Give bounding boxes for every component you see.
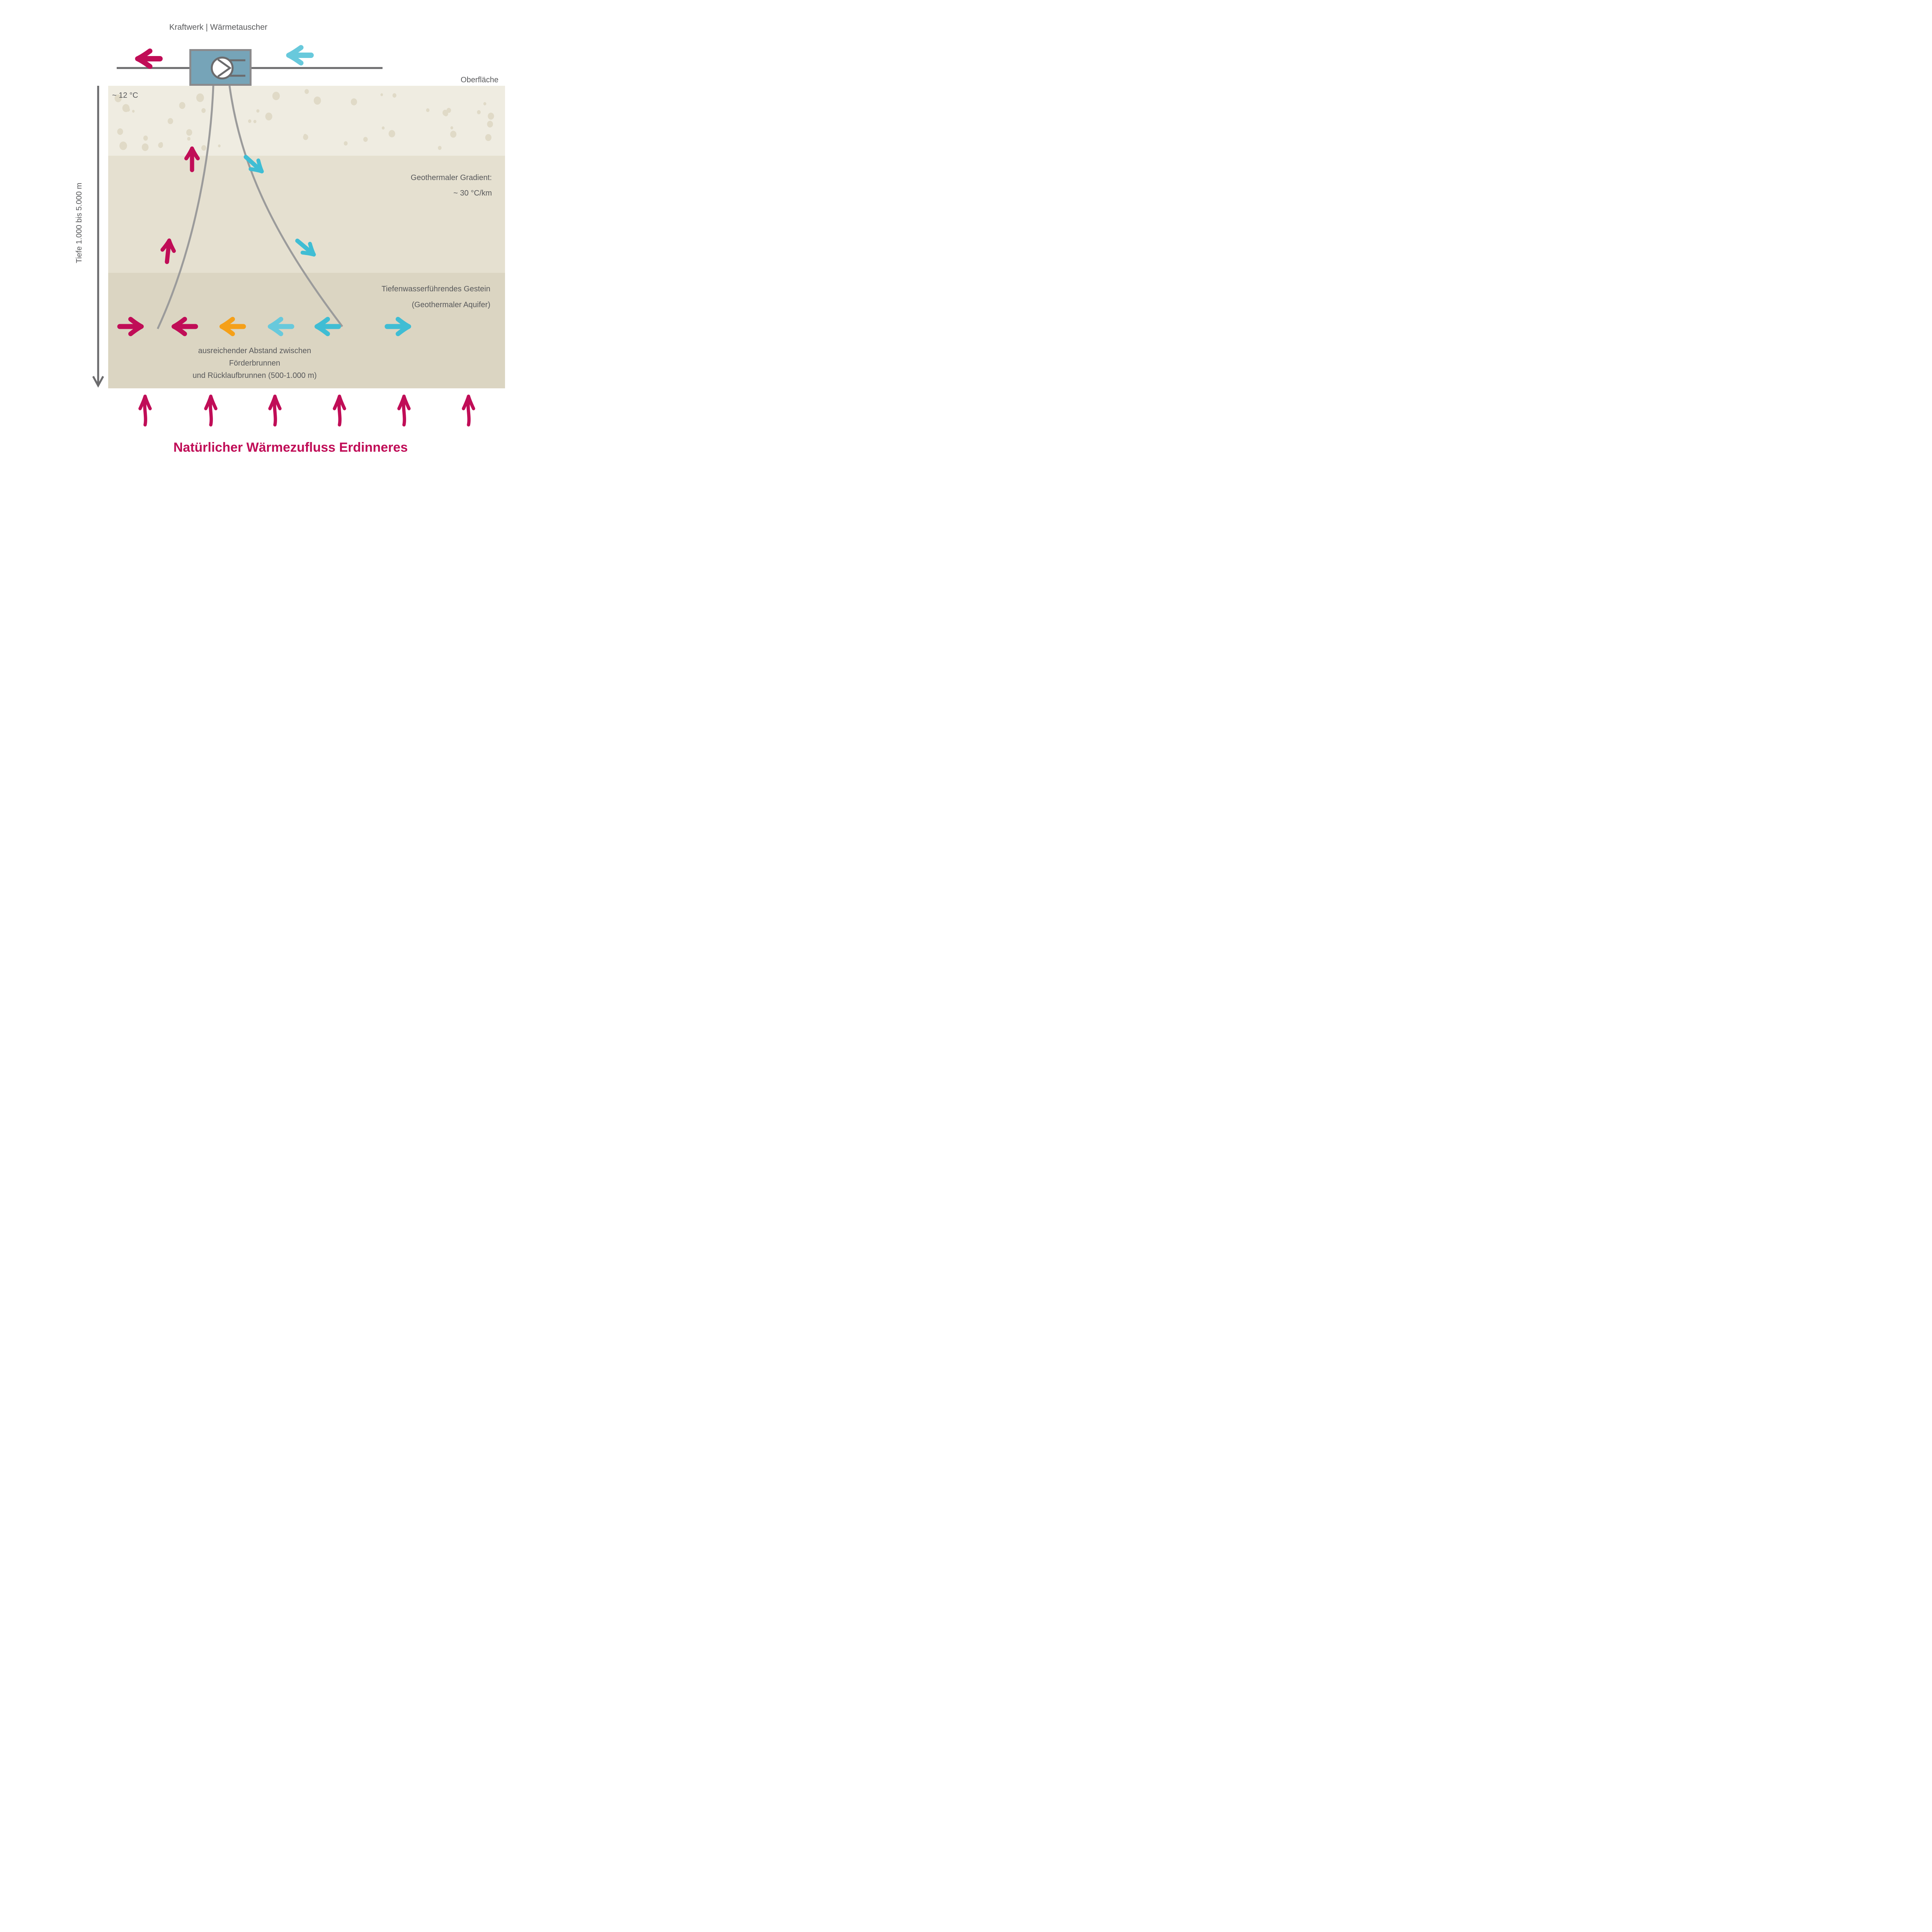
ground-cross-section — [108, 86, 505, 388]
topsoil-dot — [159, 142, 163, 146]
well-distance-line2: Förderbrunnen — [229, 359, 281, 367]
depth-axis-arrowhead-icon — [92, 376, 104, 388]
topsoil-dot — [126, 107, 130, 112]
hot-water-rise-arrow-2-icon — [160, 238, 176, 264]
topsoil-dot — [201, 108, 206, 113]
hot-water-rise-arrow-1-icon — [184, 146, 200, 172]
geothermal-gradient-line2: ~ 30 °C/km — [453, 189, 492, 197]
topsoil-dot — [442, 110, 448, 116]
layer-aquifer-rock — [108, 273, 505, 388]
topsoil-dot — [119, 141, 127, 150]
topsoil-dot — [143, 135, 148, 141]
topsoil-dot — [485, 134, 492, 141]
geothermal-diagram: Kraftwerk | Wärmetauscher Oberfläche ~ 1… — [0, 0, 605, 492]
topsoil-dot — [132, 110, 135, 113]
natural-heat-flow-arrow-6-icon — [461, 394, 475, 427]
aquifer-outflow-right-arrow-icon — [384, 317, 411, 336]
natural-heat-flow-arrow-3-icon — [268, 394, 282, 427]
near-surface-temp-label: ~ 12 °C — [112, 91, 138, 100]
topsoil-dot — [114, 94, 122, 102]
topsoil-dot — [179, 102, 185, 109]
flow-arrows-layer — [0, 0, 605, 492]
topsoil-dot — [141, 143, 149, 151]
topsoil-dot — [426, 108, 430, 112]
natural-heat-flow-arrow-4-icon — [332, 394, 346, 427]
topsoil-dot — [450, 131, 457, 138]
topsoil-dot — [487, 121, 493, 128]
natural-heat-flow-title: Natürlicher Wärmezufluss Erdinneres — [173, 440, 408, 455]
cold-water-descent-arrow-1-icon — [243, 155, 264, 173]
well-distance-note: ausreichender Abstand zwischen Förderbru… — [162, 345, 347, 382]
topsoil-dot — [256, 109, 260, 113]
hot-water-to-plant-arrow-icon — [135, 48, 163, 69]
aquifer-inflow-right-arrow-icon — [117, 317, 144, 336]
topsoil-dot — [248, 119, 252, 123]
topsoil-dot — [380, 93, 383, 96]
topsoil-dot — [201, 145, 206, 151]
aquifer-flow-left-arrow-orange-icon — [219, 317, 246, 336]
well-distance-line1: ausreichender Abstand zwischen — [198, 347, 311, 355]
topsoil-dot — [253, 120, 257, 123]
aquifer-flow-left-arrow-light-icon — [268, 317, 294, 336]
production-well-line — [156, 85, 214, 330]
geothermal-gradient-label: Geothermaler Gradient: ~ 30 °C/km — [411, 170, 492, 201]
aquifer-label-line2: (Geothermaler Aquifer) — [412, 301, 490, 309]
topsoil-dot — [392, 93, 396, 98]
topsoil-dot — [272, 92, 280, 100]
topsoil-dot — [218, 144, 221, 148]
topsoil-dot — [313, 96, 321, 105]
topsoil-dot — [196, 93, 204, 102]
topsoil-dot — [438, 146, 442, 150]
cold-water-descent-arrow-2-icon — [295, 238, 316, 257]
aquifer-inflow-left-arrow-icon — [172, 317, 198, 336]
aquifer-label: Tiefenwasserführendes Gestein (Geotherma… — [381, 281, 490, 313]
topsoil-dot — [488, 112, 494, 120]
topsoil-dot — [265, 112, 272, 121]
topsoil-dot — [186, 129, 192, 136]
surface-label: Oberfläche — [461, 76, 498, 84]
topsoil-dot — [450, 126, 453, 129]
topsoil-dots-pattern — [114, 89, 494, 151]
topsoil-dot — [388, 130, 395, 138]
topsoil-dot — [167, 118, 173, 124]
natural-heat-flow-arrow-5-icon — [397, 394, 411, 427]
aquifer-flow-left-arrow-icon — [315, 317, 341, 336]
topsoil-dot — [350, 98, 357, 105]
topsoil-dot — [363, 137, 368, 142]
heat-exchanger-box — [189, 49, 252, 86]
topsoil-dot — [344, 141, 348, 146]
injection-well-line — [228, 85, 343, 327]
pump-symbol-icon — [211, 56, 245, 80]
topsoil-dot — [304, 89, 309, 94]
natural-heat-flow-arrow-2-icon — [204, 394, 218, 427]
natural-heat-flow-arrow-1-icon — [138, 394, 152, 427]
well-distance-line3: und Rücklaufbrunnen (500-1.000 m) — [192, 371, 317, 380]
cooled-water-return-arrow-icon — [286, 45, 314, 66]
topsoil-dot — [187, 137, 190, 141]
wells-and-pipes-layer — [92, 67, 383, 388]
geothermal-gradient-line1: Geothermaler Gradient: — [410, 173, 492, 182]
topsoil-dot — [382, 126, 385, 130]
topsoil-dot — [477, 110, 481, 114]
topsoil-dot — [303, 134, 307, 138]
depth-axis-label: Tiefe 1.000 bis 5.000 m — [75, 182, 83, 264]
topsoil-dot — [483, 102, 486, 105]
layer-topsoil — [108, 86, 505, 156]
plant-title: Kraftwerk | Wärmetauscher — [169, 23, 268, 32]
aquifer-label-line1: Tiefenwasserführendes Gestein — [381, 285, 490, 293]
topsoil-dot — [117, 128, 123, 135]
